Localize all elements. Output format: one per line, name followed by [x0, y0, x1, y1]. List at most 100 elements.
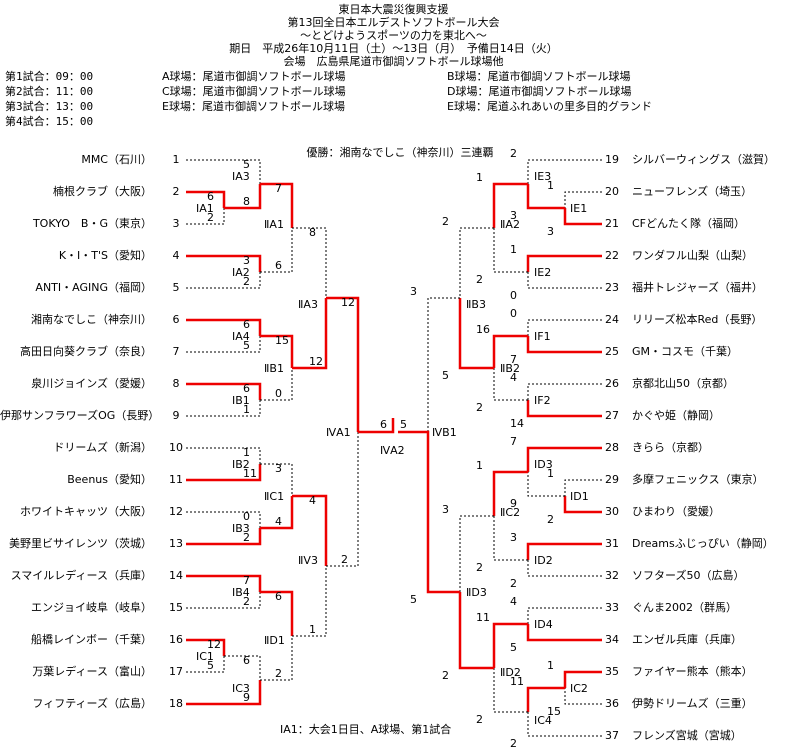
- score-bottom: 9: [510, 497, 517, 510]
- score-bottom: 3: [547, 225, 554, 238]
- right-team-number: 20: [605, 185, 619, 198]
- right-team-name: 福井トレジャーズ（福井）: [632, 281, 763, 294]
- left-team-name: TOKYO B・G（東京）: [32, 217, 152, 230]
- schedule-game2: 第2試合：11：00: [5, 85, 94, 98]
- left-team-name: 伊那サンフラワーズOG（長野）: [0, 409, 160, 422]
- left-team-number: 15: [169, 601, 183, 614]
- score-bottom: 2: [275, 667, 282, 680]
- schedule-game4: 第4試合：15：00: [5, 115, 94, 128]
- score-top: 1: [476, 171, 483, 184]
- bracket-line: [186, 400, 261, 417]
- right-team-name: ニューフレンズ（埼玉）: [632, 185, 753, 198]
- score-top: 5: [243, 158, 250, 171]
- game-label: ⅠB4: [232, 586, 250, 599]
- bracket-line: [458, 592, 494, 670]
- score-bottom: 3: [510, 209, 517, 222]
- score-top: 1: [476, 459, 483, 472]
- venue-e: E球場：尾道市御調ソフトボール球場: [162, 100, 345, 113]
- right-team-name: ソフターズ50（広島）: [632, 569, 745, 582]
- venue-a: A球場：尾道市御調ソフトボール球場: [162, 70, 346, 83]
- score-bottom: 5: [207, 659, 214, 672]
- right-team-number: 33: [605, 601, 619, 614]
- left-team-name: ホワイトキャッツ（大阪）: [20, 505, 152, 518]
- score-bottom: 5: [510, 641, 517, 654]
- score-top: 11: [476, 611, 490, 624]
- bracket-line: [458, 298, 494, 370]
- right-team-number: 30: [605, 505, 619, 518]
- score-top: 16: [476, 323, 490, 336]
- bracket-line: [260, 590, 294, 636]
- score-top: 7: [243, 574, 250, 587]
- left-team-name: 湘南なでしこ（神奈川）: [31, 313, 152, 326]
- left-team-number: 13: [169, 537, 183, 550]
- left-team-number: 4: [172, 249, 180, 262]
- right-team-name: ぐんま2002（群馬）: [632, 601, 737, 614]
- left-team-number: 1: [172, 153, 180, 166]
- score-top: 6: [243, 654, 250, 667]
- bracket-line: [186, 638, 226, 656]
- bracket-line: [186, 447, 261, 464]
- score-top: 1: [547, 179, 554, 192]
- score-bottom: 5: [243, 339, 250, 352]
- bracket-line: [527, 607, 602, 624]
- score-top: 4: [309, 494, 316, 507]
- bracket-line: [527, 560, 602, 577]
- score-bottom: 5: [442, 369, 449, 382]
- final-score-right: 5: [400, 418, 407, 431]
- game-label: ⅠC2: [570, 682, 588, 695]
- score-top: 15: [275, 334, 289, 347]
- left-team-name: 万葉レディース（富山）: [32, 665, 152, 678]
- game-label: ⅠB3: [232, 522, 250, 535]
- bracket-line: [426, 445, 460, 594]
- bracket-line: [186, 208, 225, 225]
- venue-b: B球場：尾道市御調ソフトボール球場: [447, 70, 631, 83]
- bracket-line: [492, 182, 528, 228]
- final-line-left: [358, 418, 395, 434]
- score-bottom: 2: [476, 713, 483, 726]
- game-label-final-right: ⅣB1: [432, 426, 457, 439]
- right-team-number: 34: [605, 633, 619, 646]
- score-bottom: 0: [510, 289, 517, 302]
- game-label: ⅡA3: [298, 298, 318, 311]
- venue-e2: E球場：尾道ふれあいの里多目的グランド: [447, 100, 652, 113]
- bracket-line: [292, 566, 327, 637]
- left-team-name: 船橋レインボー（千葉）: [31, 633, 152, 646]
- score-bottom: 2: [243, 531, 250, 544]
- bracket-line: [260, 496, 294, 530]
- score-top: 11: [510, 675, 524, 688]
- score-top: 1: [547, 467, 554, 480]
- score-top: 3: [410, 285, 417, 298]
- bracket-line: [260, 182, 294, 228]
- schedule-game1: 第1試合：09：00: [5, 70, 94, 83]
- score-top: 0: [510, 307, 517, 320]
- game-label: ⅡA1: [264, 218, 284, 231]
- score-top: 12: [341, 296, 355, 309]
- left-team-number: 10: [169, 441, 183, 454]
- bracket-line: [260, 334, 294, 368]
- header-title-line1: 東日本大震災復興支援: [338, 3, 449, 16]
- venue-c: C球場：尾道市御調ソフトボール球場: [162, 85, 346, 98]
- right-team-number: 23: [605, 281, 619, 294]
- right-team-name: CFどんたく隊（福岡）: [632, 217, 746, 230]
- bracket-line: [493, 516, 528, 561]
- left-team-name: エンジョイ岐阜（岐阜）: [31, 601, 152, 614]
- bracket-line: [526, 254, 602, 272]
- bracket-line: [260, 636, 293, 681]
- right-team-name: 京都北山50（京都）: [632, 377, 734, 390]
- game-label: ⅠA3: [232, 170, 250, 183]
- score-top: 6: [243, 382, 250, 395]
- left-team-number: 18: [169, 697, 183, 710]
- score-bottom: 1: [309, 623, 316, 636]
- left-team-name: 美野里ビサイレンツ（茨城）: [9, 537, 152, 550]
- header-title-line2: 第13回全日本エルデストソフトボール大会: [287, 16, 500, 29]
- game-label: ⅠD1: [570, 490, 589, 503]
- bracket-line: [526, 184, 565, 210]
- bracket-line: [427, 297, 460, 445]
- right-team-number: 28: [605, 441, 619, 454]
- left-team-name: 高田日向葵クラブ（奈良）: [20, 345, 152, 358]
- score-bottom: 2: [547, 513, 554, 526]
- final-line-right: [398, 430, 430, 445]
- score-top: 6: [207, 190, 214, 203]
- score-top: 4: [510, 371, 517, 384]
